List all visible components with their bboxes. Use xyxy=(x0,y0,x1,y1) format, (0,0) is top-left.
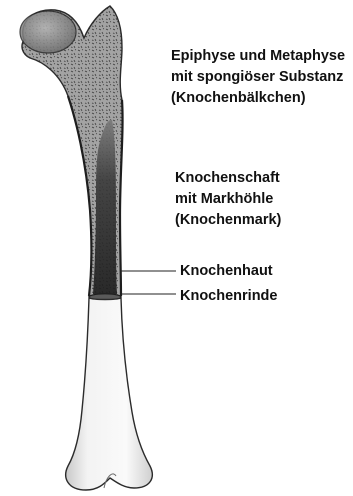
shaft-label-line-1: Knochenschaft xyxy=(175,168,281,189)
femoral-head xyxy=(20,11,76,53)
distal-bone-section xyxy=(66,298,153,490)
shaft-label-line-2: mit Markhöhle xyxy=(175,189,281,210)
epiphysis-metaphysis-label: Epiphyse und Metaphyse mit spongiöser Su… xyxy=(171,46,345,109)
shaft-label-line-3: (Knochenmark) xyxy=(175,210,281,231)
epiphysis-label-line-2: mit spongiöser Substanz xyxy=(171,67,345,88)
epiphysis-label-line-1: Epiphyse und Metaphyse xyxy=(171,46,345,67)
shaft-label: Knochenschaft mit Markhöhle (Knochenmark… xyxy=(175,168,281,231)
epiphysis-label-line-3: (Knochenbälkchen) xyxy=(171,88,345,109)
periosteum-label: Knochenhaut xyxy=(180,261,273,282)
cortex-label: Knochenrinde xyxy=(180,286,277,307)
